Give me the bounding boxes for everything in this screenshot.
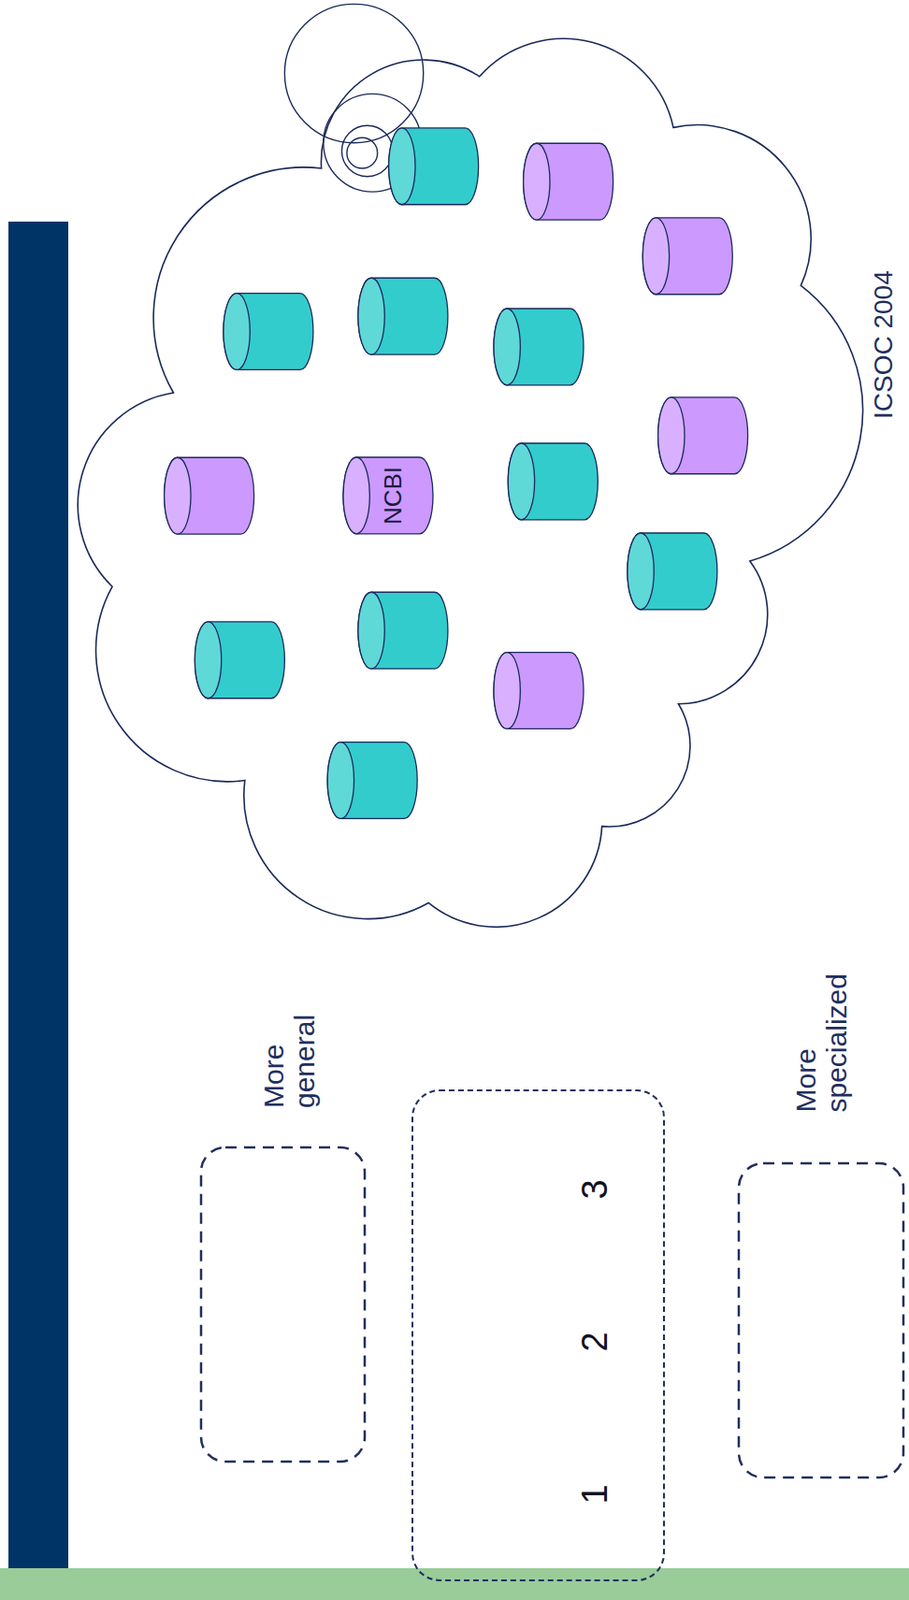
side-bar xyxy=(8,221,69,1600)
cylinder-body xyxy=(523,143,614,220)
database-cylinder xyxy=(523,143,614,220)
cylinder-body xyxy=(358,591,448,669)
ring xyxy=(341,125,393,177)
cylinder-body xyxy=(658,397,749,475)
dashed-box xyxy=(201,1147,365,1462)
cylinder-top xyxy=(658,397,685,475)
cylinder-body xyxy=(627,533,718,610)
cylinder-body xyxy=(642,217,733,295)
cylinder-top xyxy=(164,457,191,534)
cylinder-top xyxy=(327,742,354,820)
database-cylinder xyxy=(493,652,584,730)
cylinder-top xyxy=(389,128,416,205)
cylinder-body xyxy=(343,457,433,534)
database-cylinder xyxy=(358,277,448,355)
cylinder-body xyxy=(493,652,584,730)
cloud-outline xyxy=(77,38,863,927)
database-cylinder xyxy=(627,533,718,610)
database-cylinder xyxy=(493,308,584,386)
cylinder-top xyxy=(343,457,370,534)
cylinder-body xyxy=(223,293,314,371)
cylinder-body xyxy=(358,277,448,355)
database-cylinder xyxy=(164,457,255,534)
cylinder-body xyxy=(194,621,285,699)
cylinder-body xyxy=(327,742,418,820)
cylinder-body xyxy=(493,308,584,386)
footer-note: ICSOC 2004 xyxy=(869,213,899,419)
level-number: 3 xyxy=(576,1180,616,1200)
ring xyxy=(284,3,423,143)
cloud xyxy=(77,3,863,927)
database-node: NCBI xyxy=(343,457,433,534)
ring xyxy=(346,137,378,169)
cylinder-top xyxy=(642,217,669,295)
footer-band xyxy=(0,1568,909,1600)
cylinder-top xyxy=(223,293,250,371)
cylinder-top xyxy=(493,308,520,386)
dashed-group: 1 2 3 xyxy=(411,1089,665,1582)
databases xyxy=(164,128,749,820)
cylinder-body xyxy=(507,443,598,520)
database-cylinder xyxy=(223,293,314,371)
dashed-box xyxy=(738,1163,904,1478)
cylinder-top xyxy=(194,621,221,699)
level-number: 1 xyxy=(576,1485,616,1505)
database-cylinder xyxy=(358,591,448,669)
cylinder-body xyxy=(164,457,255,534)
database-cylinder xyxy=(389,128,479,205)
cylinder-top xyxy=(507,443,534,520)
level-number: 2 xyxy=(576,1332,616,1353)
cylinder-top xyxy=(358,591,385,669)
cylinder-body xyxy=(389,128,479,205)
cylinder-top xyxy=(523,143,550,220)
database-cylinder xyxy=(642,217,733,295)
database-cylinder xyxy=(194,621,285,699)
cylinder-top xyxy=(627,533,654,610)
cylinder-top xyxy=(493,652,520,730)
scale-label: More specialized xyxy=(790,949,852,1113)
cylinder-top xyxy=(358,277,385,355)
database-cylinder xyxy=(658,397,749,475)
database-cylinder xyxy=(507,443,598,520)
scale-label: More general xyxy=(258,977,320,1109)
database-cylinder xyxy=(327,742,418,820)
database-label: NCBI xyxy=(379,466,407,525)
